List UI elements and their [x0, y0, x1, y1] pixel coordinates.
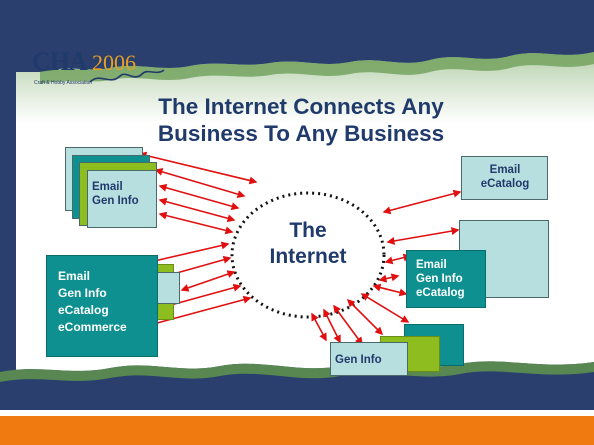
slide-title-line1: The Internet Connects Any: [158, 94, 444, 119]
top-band: [0, 0, 594, 72]
arrow: [386, 227, 460, 245]
arrow: [311, 312, 327, 342]
logo-mark-icon: CHA 2006 Craft & Hobby Association: [32, 47, 165, 86]
arrow: [158, 183, 240, 211]
svg-text:CHA: CHA: [32, 47, 88, 76]
node-bottom-label: Gen Info: [335, 354, 382, 366]
slide-title-line2: Business To Any Business: [157, 121, 445, 146]
node-bottom-left-label: Email Gen Info eCatalog eCommerce: [58, 269, 127, 334]
node-top-left-label: Email Gen Info: [92, 181, 139, 207]
arrow: [138, 151, 258, 185]
arrow: [144, 295, 252, 329]
footer-bar: [0, 416, 594, 445]
arrow: [346, 298, 384, 336]
internet-label-line2: Internet: [269, 245, 347, 268]
arrow: [154, 168, 246, 198]
svg-text:Craft & Hobby Association: Craft & Hobby Association: [34, 80, 92, 86]
arrow: [148, 241, 230, 265]
cha-logo: CHA 2006 Craft & Hobby Association: [30, 42, 170, 92]
arrow: [382, 189, 462, 215]
internet-label-line1: The: [289, 219, 327, 242]
internet-circle: [230, 191, 386, 319]
node-top-right-label: Email eCatalog: [480, 164, 530, 190]
arrow: [360, 293, 410, 323]
arrow: [372, 283, 408, 297]
arrow: [378, 273, 400, 283]
node-mid-right-label: Email Gen Info eCatalog: [416, 259, 465, 299]
arrow: [180, 270, 236, 292]
svg-text:2006: 2006: [92, 50, 136, 75]
arrow: [158, 211, 234, 235]
